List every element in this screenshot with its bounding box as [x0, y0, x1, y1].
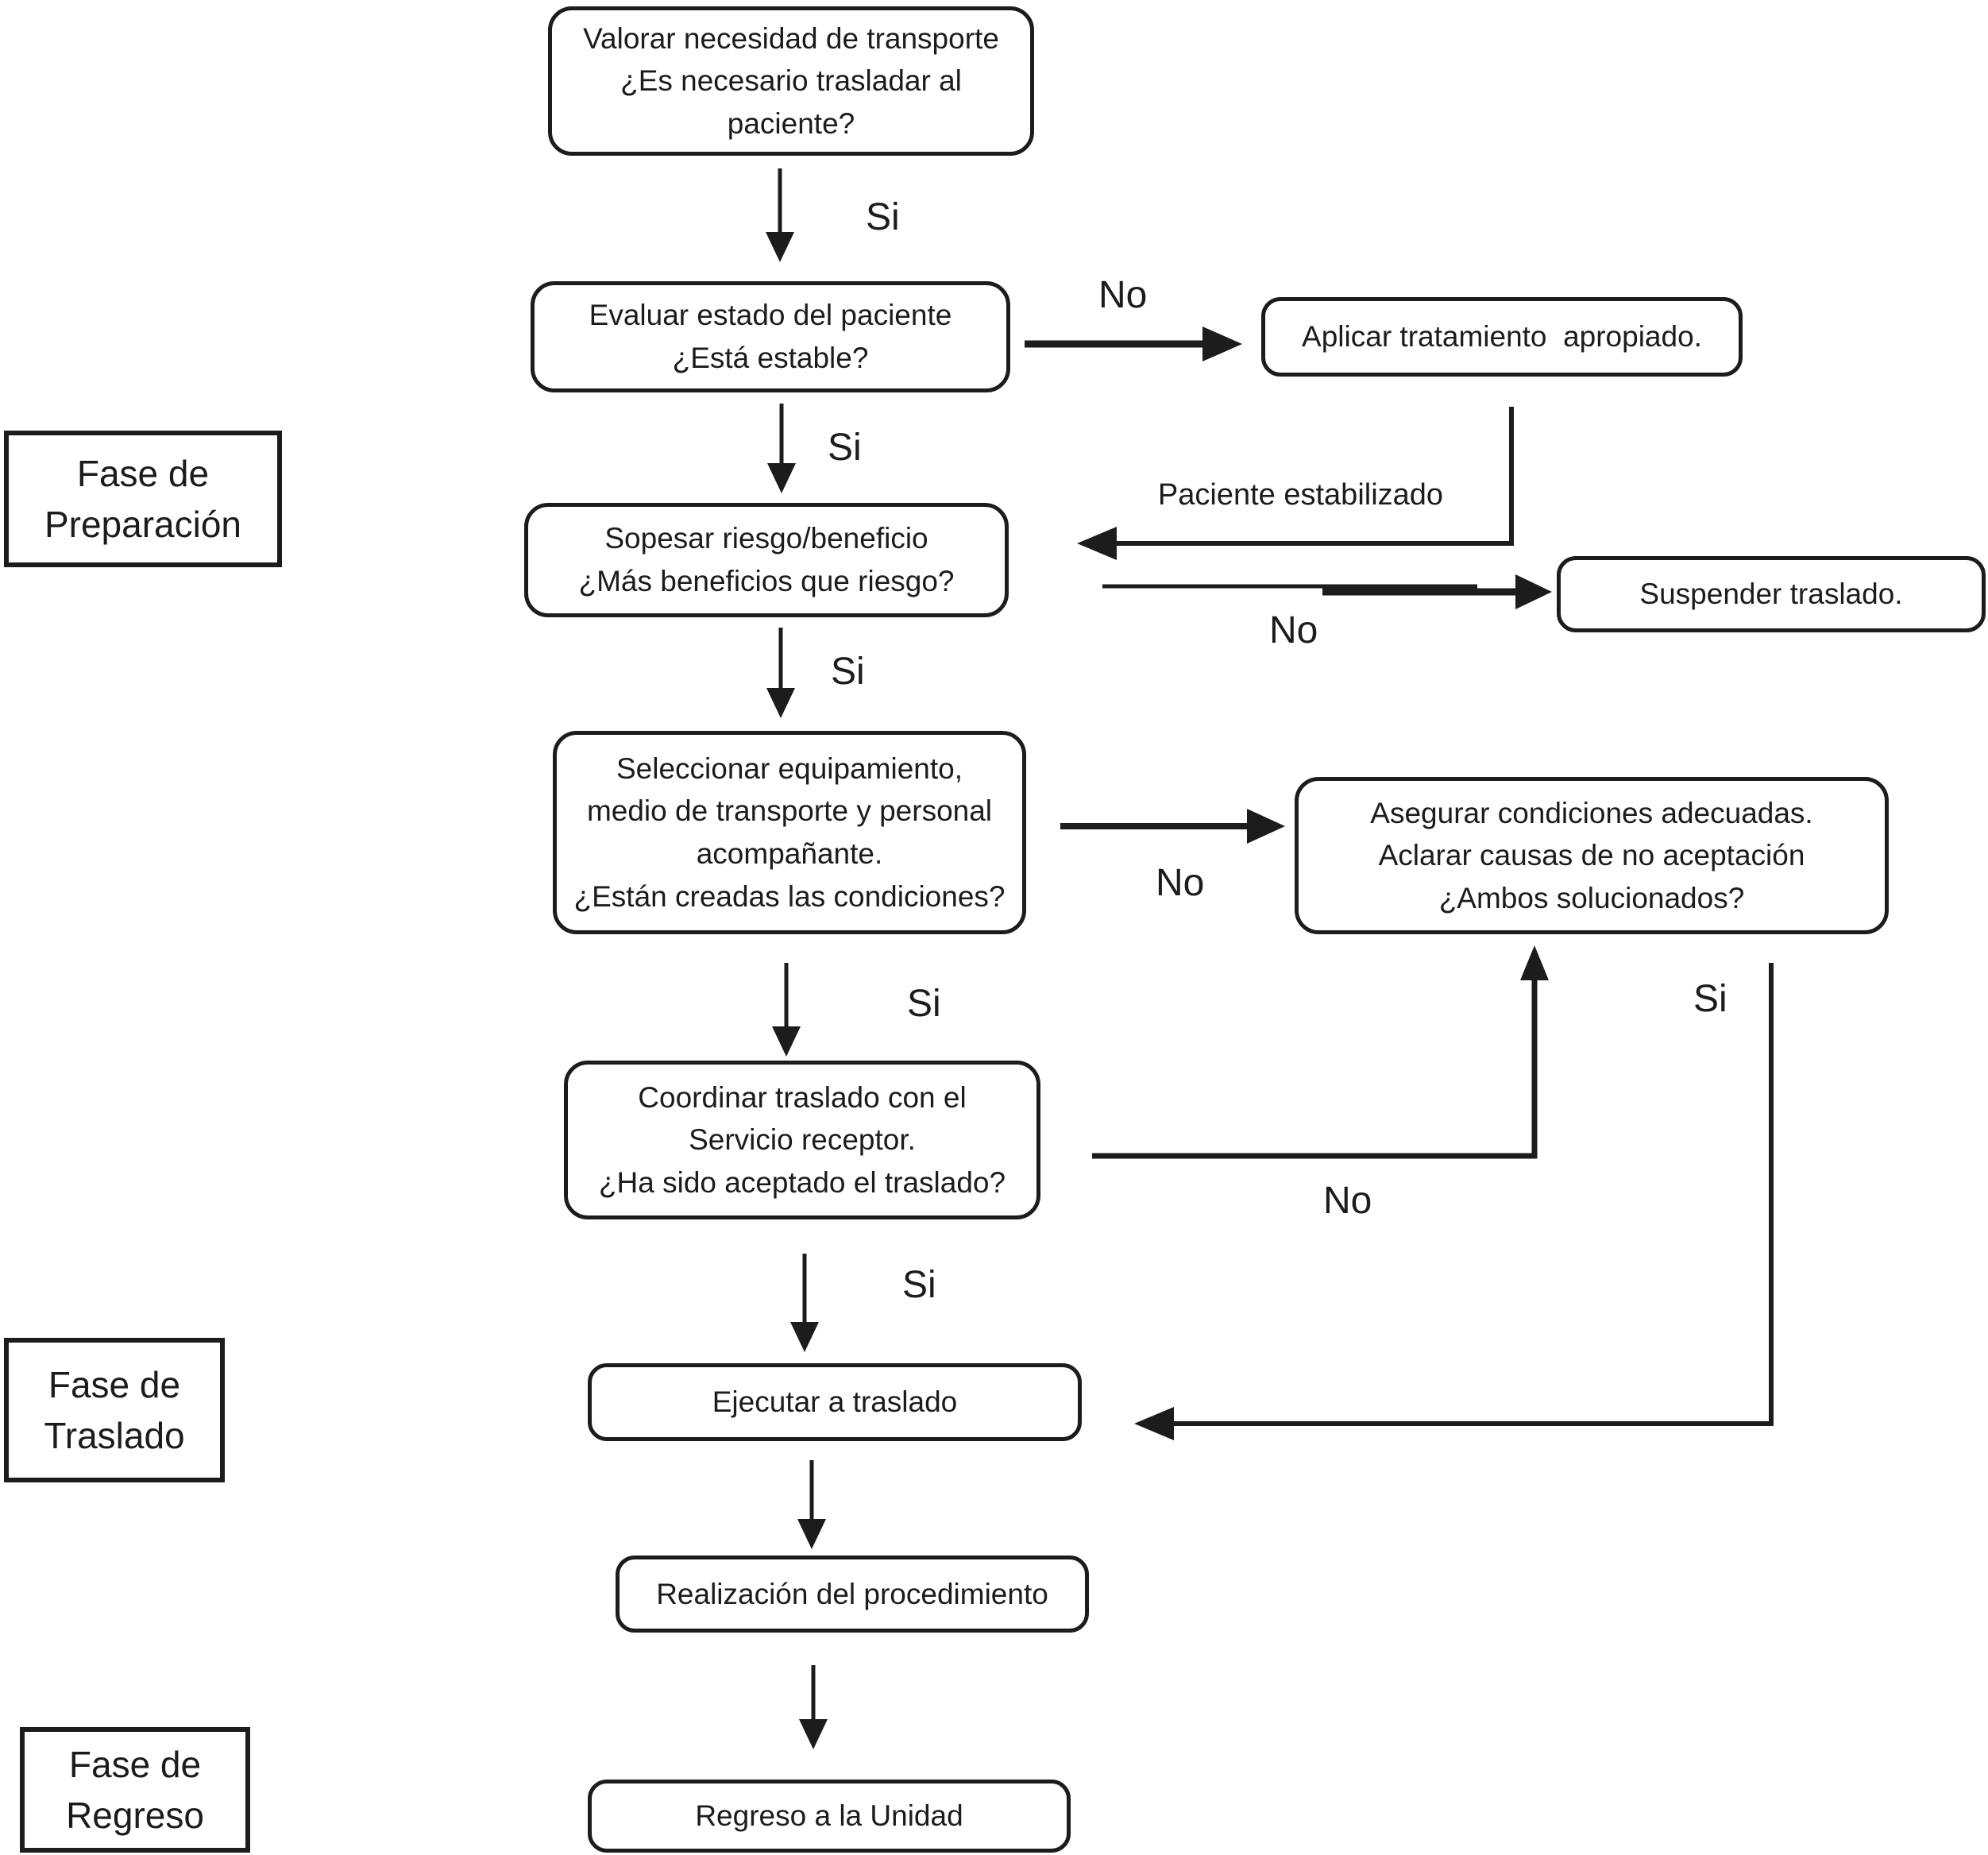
arrow-head: [1077, 527, 1117, 560]
node-text: Coordinar traslado con el Servicio recep…: [598, 1080, 1006, 1199]
node-text: Realización del procedimiento: [656, 1577, 1048, 1610]
label-si-valorar: Si: [866, 196, 900, 238]
node-text: Regreso a la Unidad: [695, 1799, 963, 1833]
label-no-sopesar: No: [1269, 609, 1318, 651]
arrow-coordinar-si: [790, 1254, 819, 1352]
arrow-head: [1520, 945, 1549, 980]
arrow-head: [1134, 1407, 1174, 1440]
arrow-shaft: [1172, 963, 1774, 1426]
arrow-head: [790, 1322, 819, 1352]
arrow-head: [772, 1026, 801, 1057]
label-paciente-estabilizado: Paciente estabilizado: [1157, 478, 1444, 512]
node-ejecutar: Ejecutar a traslado: [588, 1363, 1082, 1441]
node-text: Evaluar estado del paciente ¿Está establ…: [589, 299, 952, 374]
phase-label: Fase de Regreso: [66, 1743, 204, 1836]
node-sopesar: Sopesar riesgo/beneficio ¿Más beneficios…: [524, 503, 1009, 617]
arrow-seleccionar-si: [772, 963, 801, 1057]
arrow-sopesar-no: [1102, 574, 1552, 609]
arrow-head: [766, 688, 795, 718]
phase-traslado: Fase de Traslado: [4, 1338, 225, 1482]
node-seleccionar: Seleccionar equipamiento, medio de trans…: [553, 731, 1026, 934]
node-asegurar: Asegurar condiciones adecuadas. Aclarar …: [1295, 777, 1889, 934]
arrow-ejecutar-realizacion: [797, 1460, 826, 1549]
arrow-sopesar-si: [766, 628, 795, 718]
arrow-head: [1247, 809, 1285, 844]
label-si-seleccionar: Si: [907, 983, 941, 1025]
arrow-valorar-si: [766, 168, 794, 262]
arrow-seleccionar-no: [1060, 809, 1285, 844]
phase-label: Fase de Preparación: [44, 452, 242, 545]
phase-label: Fase de Traslado: [44, 1363, 185, 1456]
node-coordinar: Coordinar traslado con el Servicio recep…: [564, 1061, 1040, 1219]
arrow-shaft: [1092, 979, 1538, 1159]
node-text: Valorar necesidad de transporte ¿Es nece…: [583, 21, 999, 140]
label-no-coordinar: No: [1323, 1180, 1372, 1222]
node-suspender: Suspender traslado.: [1557, 556, 1986, 632]
phase-preparacion: Fase de Preparación: [4, 431, 282, 567]
arrow-evaluar-si: [767, 404, 796, 493]
node-regreso: Regreso a la Unidad: [588, 1780, 1071, 1853]
node-text: Asegurar condiciones adecuadas. Aclarar …: [1370, 796, 1813, 914]
arrow-shaft: [1115, 407, 1514, 546]
node-evaluar: Evaluar estado del paciente ¿Está establ…: [531, 281, 1010, 392]
arrow-head: [799, 1719, 828, 1749]
arrow-head: [767, 463, 796, 493]
arrow-paciente-estabilizado: [1077, 407, 1514, 560]
arrow-evaluar-no: [1025, 327, 1242, 361]
node-aplicar: Aplicar tratamiento apropiado.: [1261, 297, 1743, 377]
label-si-asegurar: Si: [1693, 978, 1727, 1020]
node-text: Sopesar riesgo/beneficio ¿Más beneficios…: [578, 522, 955, 597]
node-text: Seleccionar equipamiento, medio de trans…: [573, 752, 1006, 913]
label-si-sopesar: Si: [831, 651, 865, 693]
label-no-evaluar: No: [1098, 274, 1148, 316]
phase-regreso: Fase de Regreso: [20, 1727, 250, 1853]
arrow-head: [1202, 327, 1242, 361]
node-realizacion: Realización del procedimiento: [616, 1555, 1089, 1633]
arrow-head: [797, 1519, 826, 1549]
node-valorar: Valorar necesidad de transporte ¿Es nece…: [548, 6, 1034, 156]
arrow-head: [1515, 574, 1552, 609]
node-text: Ejecutar a traslado: [712, 1385, 958, 1419]
node-text: Suspender traslado.: [1639, 578, 1903, 611]
arrow-realizacion-regreso: [799, 1665, 828, 1749]
arrow-head: [766, 232, 794, 262]
label-si-coordinar: Si: [902, 1264, 936, 1306]
label-no-seleccionar: No: [1156, 862, 1205, 904]
node-text: Aplicar tratamiento apropiado.: [1302, 320, 1702, 354]
arrow-asegurar-si: [1134, 963, 1774, 1440]
arrow-coordinar-no: [1092, 945, 1549, 1159]
label-si-evaluar: Si: [828, 427, 862, 469]
